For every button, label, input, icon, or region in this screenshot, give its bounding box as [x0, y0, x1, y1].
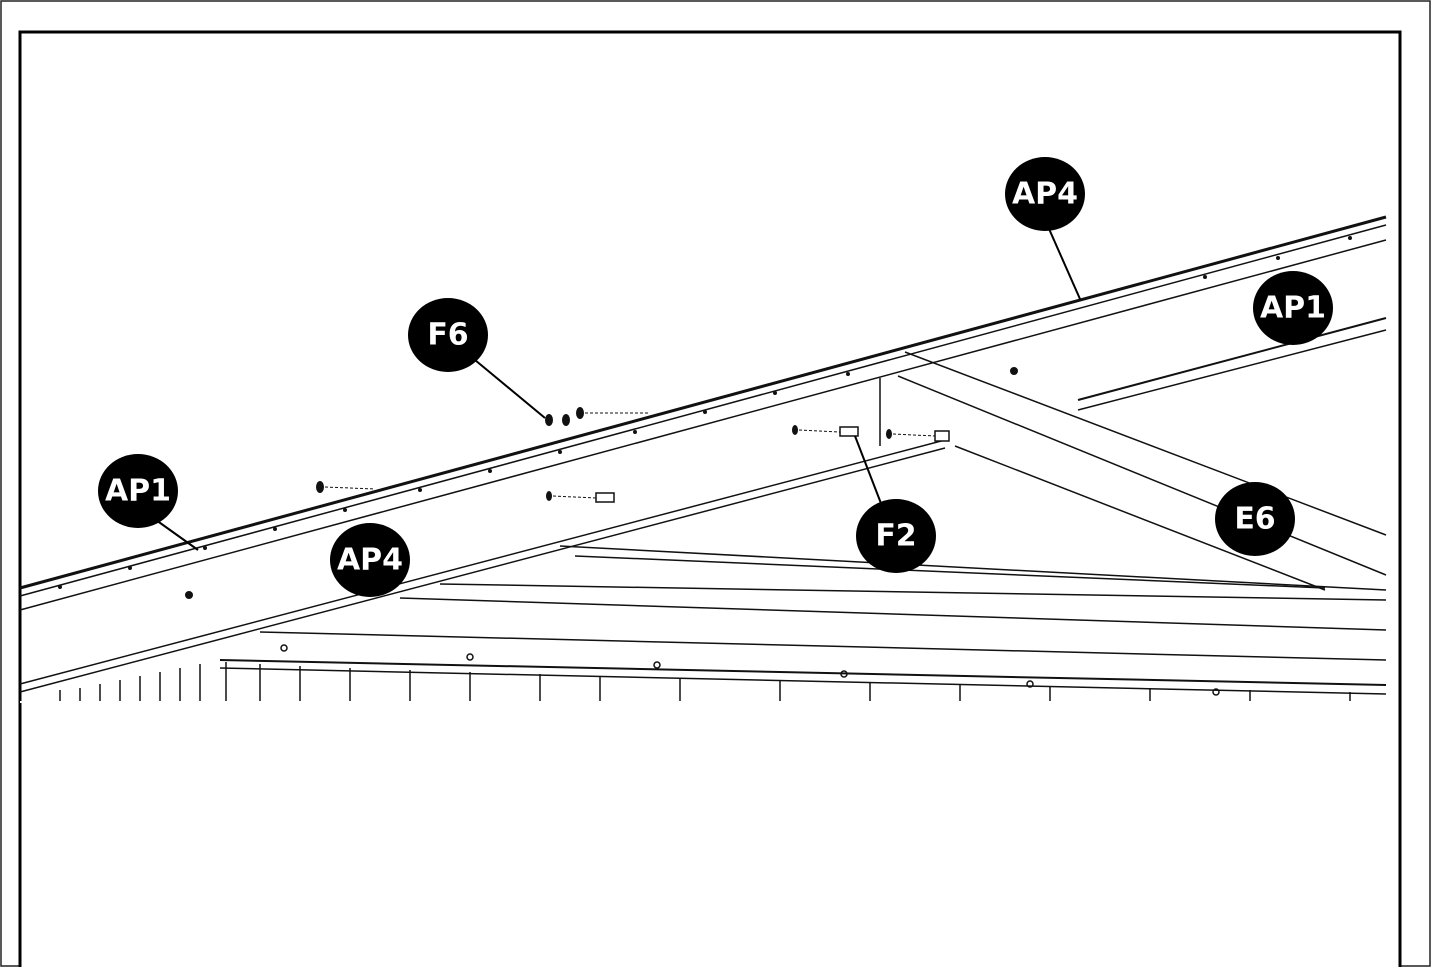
callout-label: AP4: [337, 543, 403, 578]
callout-label: F6: [427, 318, 468, 353]
wall-rail-holes: [280, 644, 1220, 696]
brace-e6: [879, 351, 1387, 591]
callout-label: AP1: [1260, 291, 1326, 326]
rafter-ap4: [19, 215, 1387, 693]
wall-panels: [20, 662, 1386, 703]
purlins: [219, 545, 1387, 695]
inner-frame: [18, 30, 1402, 967]
rafter-holes: [58, 236, 1352, 599]
callouts: AP4 AP1 F6 AP1 AP4 F2 E6: [98, 157, 1333, 597]
fasteners: [316, 407, 950, 503]
callout-label: E6: [1234, 502, 1275, 537]
callout-ap1-right: AP1: [1253, 271, 1333, 345]
callout-f2: F2: [856, 499, 936, 573]
callout-label: AP4: [1012, 177, 1078, 212]
callout-label: F2: [875, 519, 916, 554]
callout-ap4-top: AP4: [1005, 157, 1085, 231]
drawing-area: [19, 215, 1387, 703]
rail-ap1-right: [1077, 317, 1387, 411]
callout-label: AP1: [105, 474, 171, 509]
callout-ap4-mid: AP4: [330, 523, 410, 597]
callout-ap1-left: AP1: [98, 454, 178, 528]
callout-e6: E6: [1215, 482, 1295, 556]
callout-f6: F6: [408, 298, 488, 372]
leader-lines: [155, 221, 1081, 551]
